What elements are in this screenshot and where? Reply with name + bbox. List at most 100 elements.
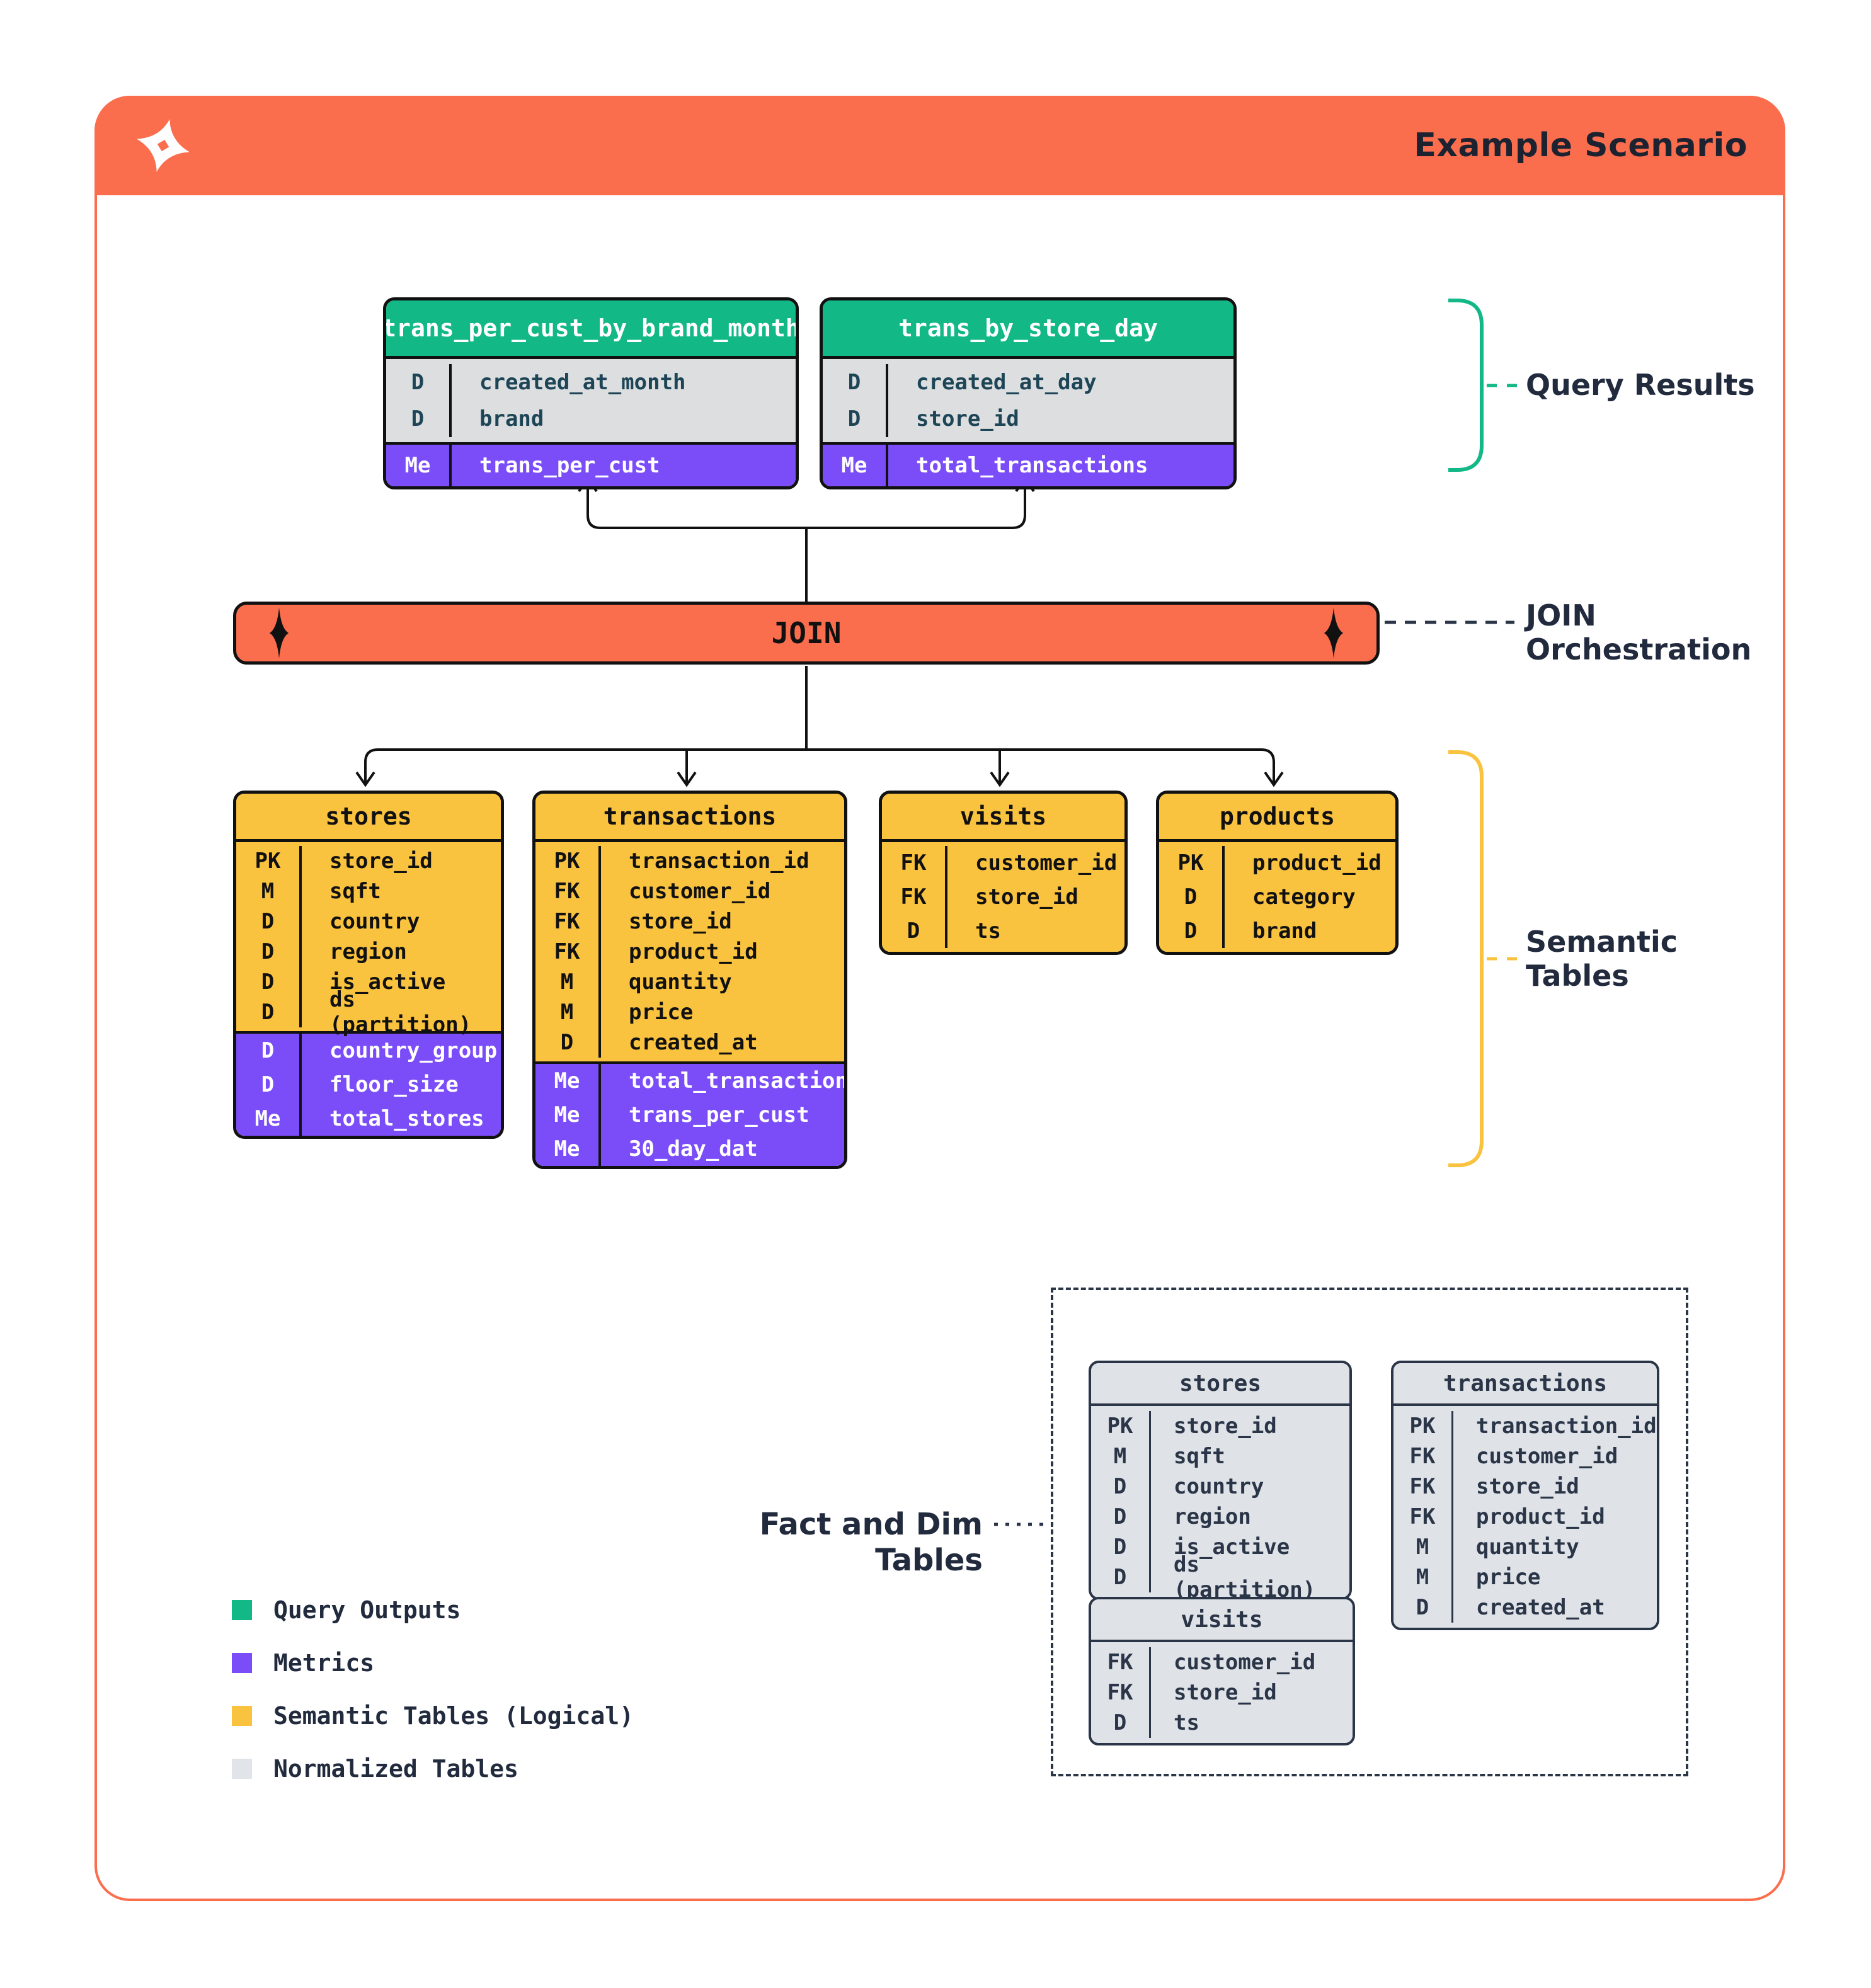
field-name: created_at bbox=[1476, 1595, 1605, 1620]
field-name: total_transactions bbox=[629, 1068, 847, 1094]
sparkle-icon bbox=[1324, 607, 1344, 659]
field-name: product_id bbox=[1252, 850, 1382, 876]
label-fact-dim-text: Fact and Dim Tables bbox=[759, 1507, 983, 1578]
label-semantic-line2: Tables bbox=[1526, 959, 1629, 993]
field-name: is_active bbox=[329, 969, 446, 995]
field-key: Me bbox=[386, 445, 452, 486]
field-name: ds (partition) bbox=[329, 987, 472, 1037]
field-name: transaction_id bbox=[629, 848, 810, 874]
field-name: country bbox=[329, 909, 420, 934]
field-name: transaction_id bbox=[1476, 1414, 1657, 1439]
table-row: PK transaction_id bbox=[535, 846, 844, 876]
label-query-results: Query Results bbox=[1526, 368, 1755, 402]
field-key: Me bbox=[535, 1064, 601, 1098]
legend-label-semantic-tables-logical: Semantic Tables (Logical) bbox=[273, 1702, 634, 1730]
field-name: ds (partition) bbox=[1174, 1552, 1316, 1600]
field-name: ts bbox=[1174, 1710, 1199, 1735]
field-key: PK bbox=[236, 846, 302, 876]
table-row: Me trans_per_cust bbox=[386, 445, 796, 486]
field-name: store_id bbox=[1174, 1680, 1277, 1705]
legend-item-query-outputs: Query Outputs bbox=[232, 1596, 634, 1624]
field-key: M bbox=[535, 967, 601, 997]
table-title: transactions bbox=[535, 794, 844, 842]
table-title: stores bbox=[236, 794, 501, 842]
field-key: Me bbox=[535, 1098, 601, 1132]
field-key: D bbox=[1091, 1532, 1151, 1562]
field-name: region bbox=[1174, 1504, 1251, 1529]
sparkle-icon bbox=[269, 607, 289, 659]
label-join-line1: JOIN bbox=[1526, 598, 1596, 632]
field-key: PK bbox=[535, 846, 601, 876]
field-key: D bbox=[386, 401, 452, 437]
legend-swatch-normalized-tables bbox=[232, 1759, 252, 1779]
field-name: store_id bbox=[1174, 1414, 1277, 1439]
legend-swatch-query-outputs bbox=[232, 1600, 252, 1620]
field-key: D bbox=[1091, 1562, 1151, 1592]
field-name: region bbox=[329, 939, 407, 964]
field-name: ts bbox=[975, 918, 1001, 944]
field-name: 30_day_dat bbox=[629, 1136, 758, 1162]
field-name: country bbox=[1174, 1474, 1264, 1499]
table-metrics: Me total_transactions bbox=[823, 442, 1233, 486]
join-bar: JOIN bbox=[233, 602, 1380, 665]
field-key: PK bbox=[1159, 846, 1225, 880]
field-key: Me bbox=[823, 445, 888, 486]
table-title: visits bbox=[882, 794, 1124, 842]
legend-item-normalized-tables: Normalized Tables bbox=[232, 1755, 634, 1783]
field-key: FK bbox=[1393, 1502, 1453, 1532]
field-key: FK bbox=[882, 846, 947, 880]
field-name: quantity bbox=[629, 969, 732, 995]
table-row: PK product_id bbox=[1159, 846, 1395, 880]
label-join-orchestration: JOIN Orchestration bbox=[1526, 598, 1751, 667]
field-key: D bbox=[236, 1068, 302, 1102]
table-title: visits bbox=[1091, 1599, 1353, 1642]
label-fact-dim-tables: Fact and Dim Tables bbox=[693, 1507, 983, 1578]
field-name: brand bbox=[1252, 918, 1317, 944]
field-key: D bbox=[236, 937, 302, 967]
field-name: product_id bbox=[629, 939, 758, 964]
table-title: trans_by_store_day bbox=[823, 300, 1233, 359]
field-name: price bbox=[629, 1000, 694, 1025]
field-key: D bbox=[1393, 1592, 1453, 1623]
field-name: created_at bbox=[629, 1030, 758, 1055]
legend-item-semantic-tables-logical: Semantic Tables (Logical) bbox=[232, 1702, 634, 1730]
field-name: is_active bbox=[1174, 1534, 1290, 1560]
field-name: trans_per_cust bbox=[629, 1102, 810, 1128]
field-name: total_transactions bbox=[916, 453, 1148, 478]
field-key: FK bbox=[1393, 1471, 1453, 1502]
field-key: D bbox=[535, 1027, 601, 1058]
field-name: trans_per_cust bbox=[479, 453, 660, 478]
